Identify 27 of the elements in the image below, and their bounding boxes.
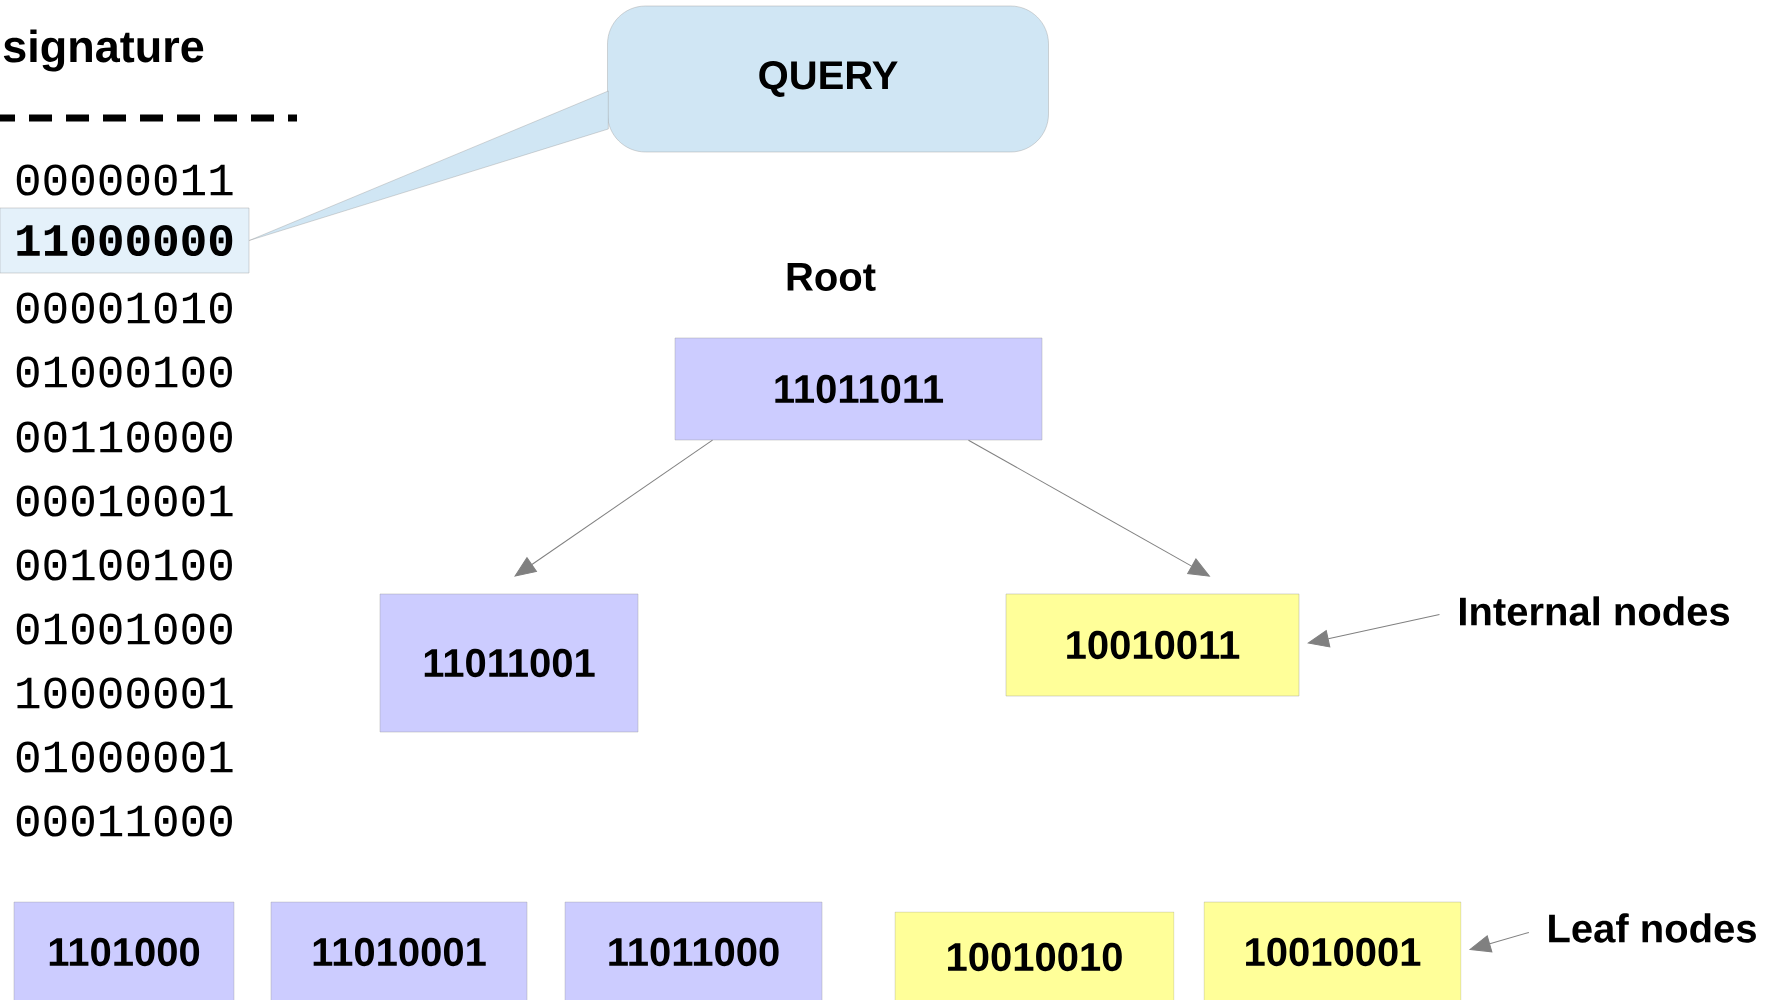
tree-node-box: 10010010 bbox=[894, 911, 1175, 1000]
callout-tail bbox=[249, 90, 609, 241]
highlighted-row: 11000000 bbox=[0, 207, 250, 274]
signature-value: 10000001 bbox=[17, 677, 233, 709]
arrow bbox=[1469, 931, 1530, 953]
arrow bbox=[968, 439, 1210, 577]
tree-node-box: 11010001 bbox=[270, 901, 528, 1000]
signature-value: 01000001 bbox=[16, 741, 233, 773]
signature-value: 00100100 bbox=[16, 549, 232, 581]
signature-value: 00010001 bbox=[16, 485, 233, 517]
signature-value: 00110000 bbox=[16, 421, 232, 453]
tree-node-box: 1101000 bbox=[13, 901, 235, 1000]
callout-bubble: QUERY bbox=[607, 5, 1049, 153]
tree-node-box: 10010011 bbox=[1005, 593, 1300, 697]
tree-node-box: 11011011 bbox=[674, 337, 1043, 441]
tree-node-box: 11011001 bbox=[379, 593, 639, 733]
node-caption: Root bbox=[787, 263, 876, 291]
arrow bbox=[1307, 613, 1440, 648]
annotation-text: Internal nodes bbox=[1460, 596, 1730, 626]
tree-node-box: 11011000 bbox=[564, 901, 823, 1000]
signature-value: 01001000 bbox=[16, 613, 232, 645]
signature-value: 00011000 bbox=[16, 805, 232, 837]
annotation-text: Leaf nodes bbox=[1549, 913, 1756, 943]
arrow bbox=[514, 439, 713, 577]
signature-value: 01000100 bbox=[16, 356, 232, 388]
tree-node-box: 10010001 bbox=[1203, 901, 1462, 1000]
column-heading: signature bbox=[3, 29, 204, 72]
